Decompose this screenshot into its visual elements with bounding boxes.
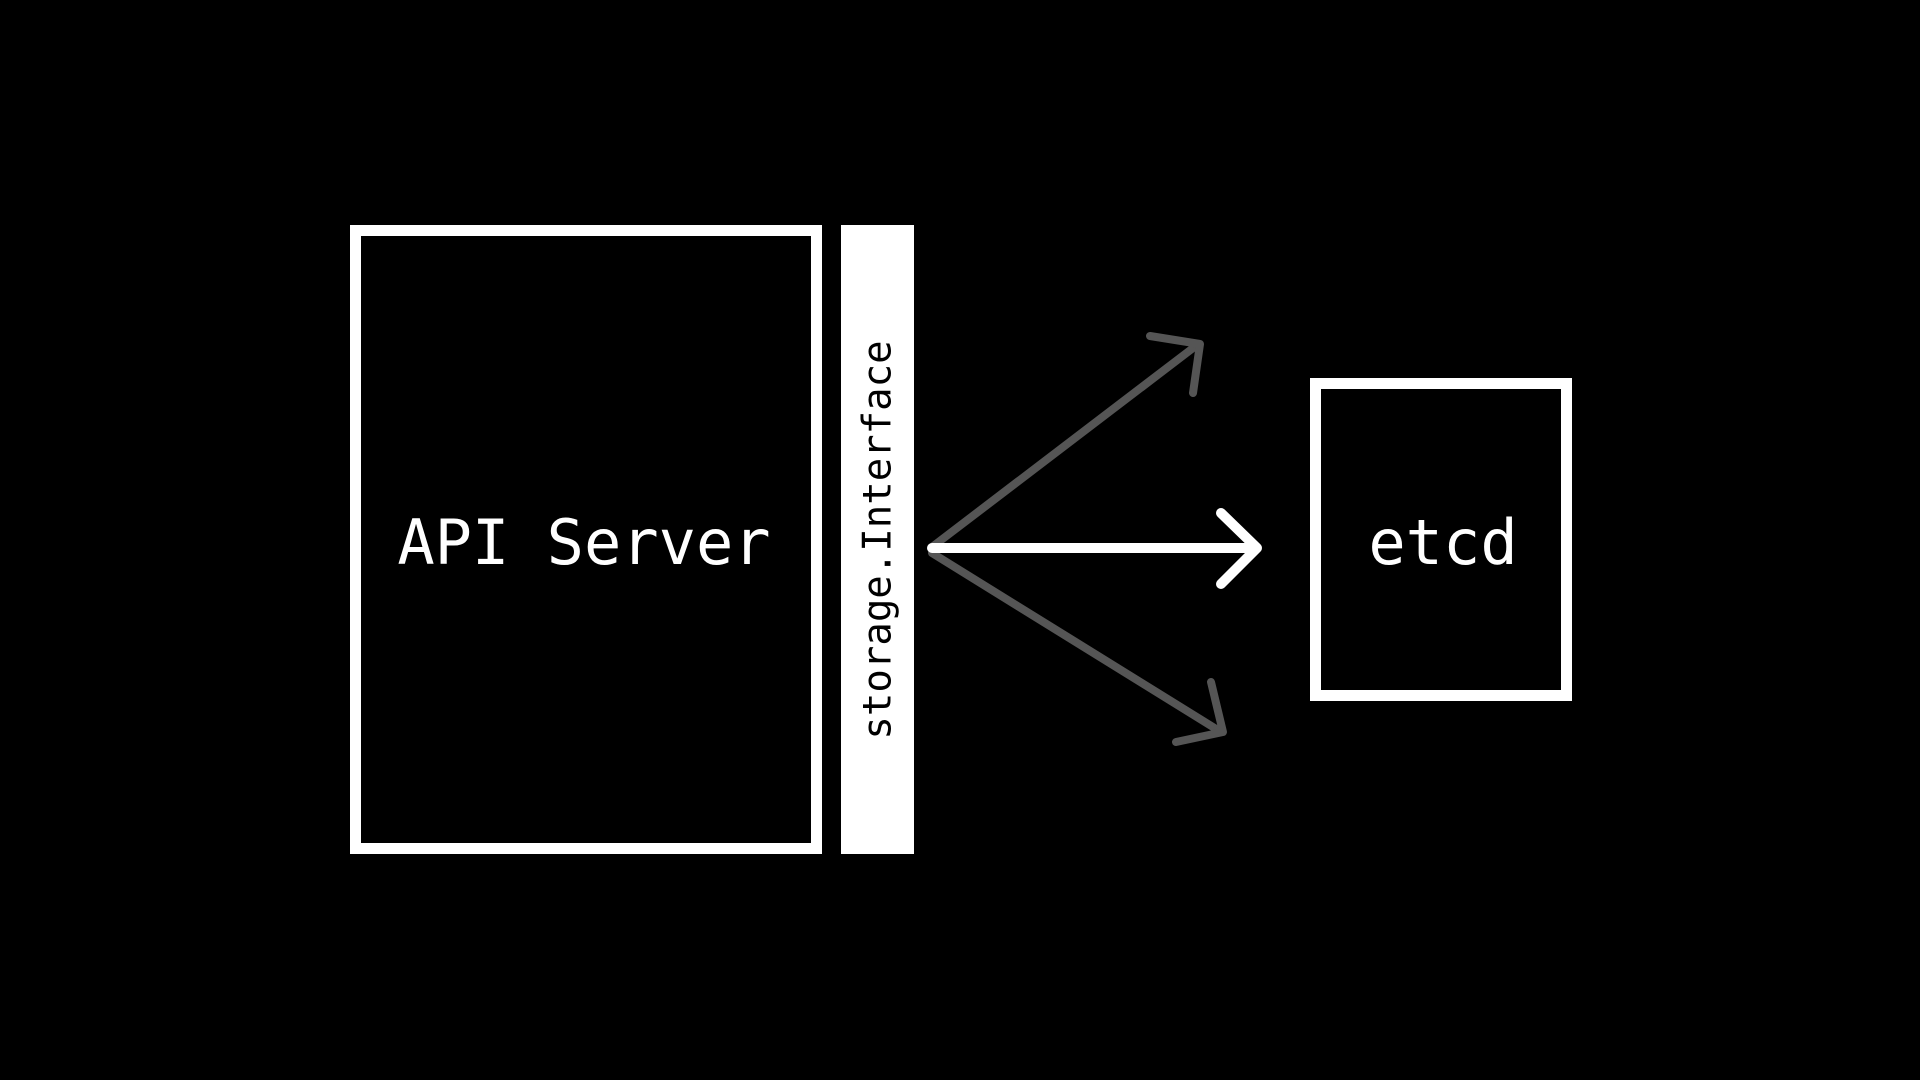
api-server-box: API Server <box>350 225 822 854</box>
storage-interface-label: storage.Interface <box>855 339 900 740</box>
api-server-label: API Server <box>397 506 771 579</box>
lower-arrow-shaft <box>928 549 1225 736</box>
etcd-label: etcd <box>1368 506 1518 579</box>
storage-interface-bar: storage.Interface <box>841 225 914 854</box>
upper-dim-arrow <box>928 332 1204 551</box>
main-arrow-head <box>1216 508 1262 589</box>
etcd-box: etcd <box>1310 378 1572 701</box>
upper-arrow-shaft <box>928 341 1201 551</box>
upper-arrow-head <box>1146 332 1204 397</box>
lower-dim-arrow <box>928 549 1227 746</box>
main-arrow-to-etcd <box>927 508 1262 589</box>
lower-arrow-head <box>1172 678 1227 746</box>
